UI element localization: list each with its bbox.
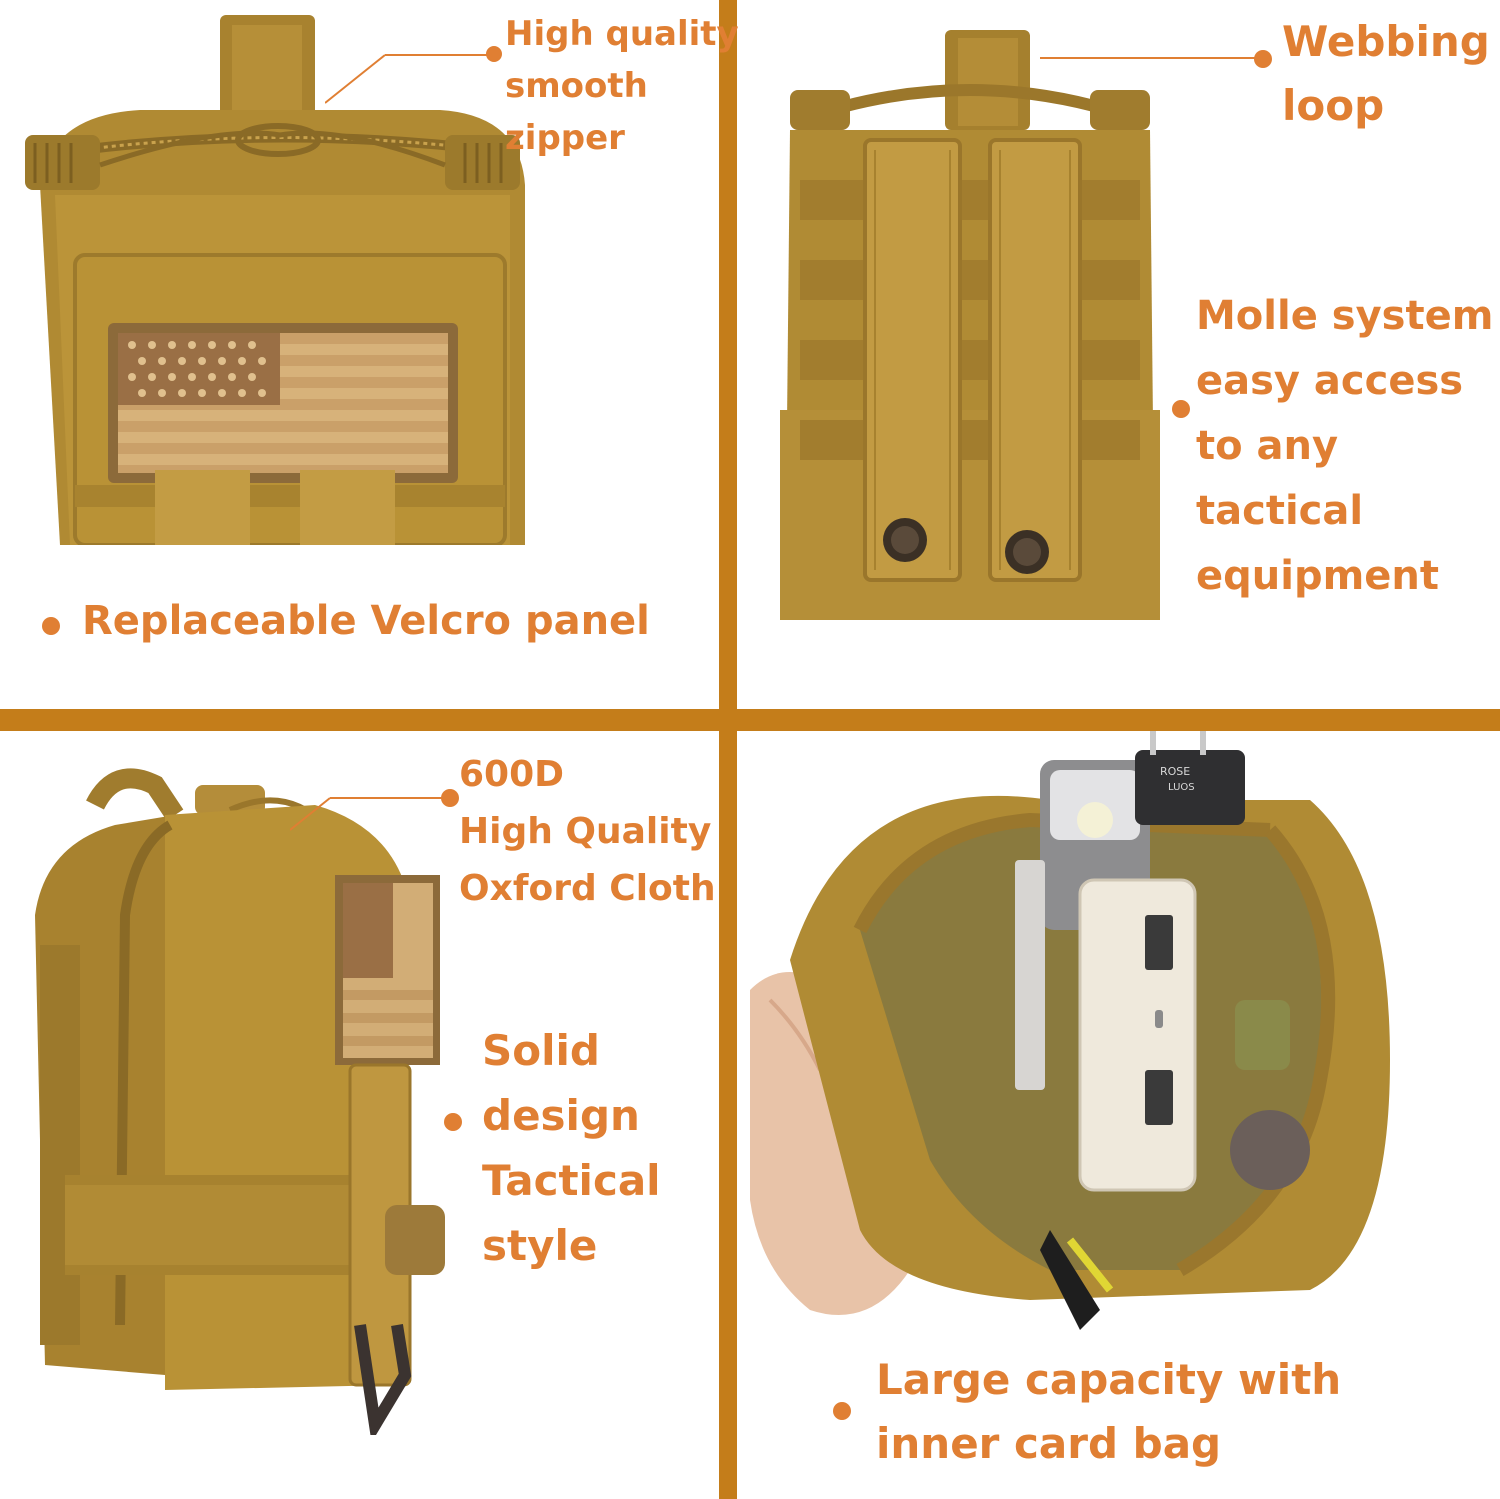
design-callout-line3: Tactical (482, 1156, 661, 1205)
molle-callout-line1: Molle system (1196, 293, 1494, 339)
molle-bullet (1172, 400, 1190, 418)
capacity-caption-line1: Large capacity with (876, 1355, 1342, 1404)
zipper-bullet (486, 46, 502, 62)
velcro-bullet (42, 617, 60, 635)
zipper-leader-line (325, 54, 495, 104)
zipper-callout-line3: zipper (505, 118, 625, 158)
cloth-callout-line2: High Quality (459, 811, 712, 852)
molle-callout-line3: to any (1196, 423, 1339, 469)
cloth-callout-line1: 600D (459, 754, 565, 795)
design-callout-line2: design (482, 1091, 640, 1140)
plug-text-2: LUOS (1168, 782, 1195, 793)
pouch-back-photo (780, 30, 1160, 620)
molle-callout-line4: tactical (1196, 488, 1364, 534)
loop-callout-line2: loop (1282, 81, 1385, 130)
design-callout-line4: style (482, 1221, 598, 1270)
plug-text-1: ROSE (1160, 765, 1190, 778)
loop-callout: Webbing loop (1282, 10, 1490, 138)
pouch-front-photo (25, 15, 525, 545)
horizontal-divider-right (737, 709, 1500, 731)
cloth-callout-line3: Oxford Cloth (459, 868, 716, 909)
molle-callout-line2: easy access (1196, 358, 1464, 404)
horizontal-divider-left (0, 709, 719, 731)
zipper-callout: High quality smooth zipper (505, 8, 739, 164)
cloth-leader-line (290, 797, 442, 831)
zipper-callout-line1: High quality (505, 14, 739, 54)
design-callout: Solid design Tactical style (482, 1018, 661, 1278)
loop-bullet (1254, 50, 1272, 68)
capacity-caption: Large capacity with inner card bag (876, 1348, 1341, 1476)
capacity-bullet (833, 1402, 851, 1420)
pouch-open-photo: ROSE LUOS (750, 730, 1390, 1330)
molle-callout-line5: equipment (1196, 553, 1439, 599)
vertical-divider (719, 0, 737, 1499)
velcro-caption-text: Replaceable Velcro panel (82, 598, 650, 644)
zipper-callout-line2: smooth (505, 66, 648, 106)
molle-callout: Molle system easy access to any tactical… (1196, 284, 1493, 609)
velcro-caption: Replaceable Velcro panel (82, 598, 650, 644)
pouch-side-photo (35, 768, 445, 1435)
cloth-callout: 600D High Quality Oxford Cloth (459, 746, 716, 917)
loop-leader-line (1040, 57, 1255, 59)
cloth-bullet (441, 789, 459, 807)
design-callout-line1: Solid (482, 1026, 600, 1075)
capacity-caption-line2: inner card bag (876, 1419, 1222, 1468)
design-bullet (444, 1113, 462, 1131)
loop-callout-line1: Webbing (1282, 17, 1490, 66)
